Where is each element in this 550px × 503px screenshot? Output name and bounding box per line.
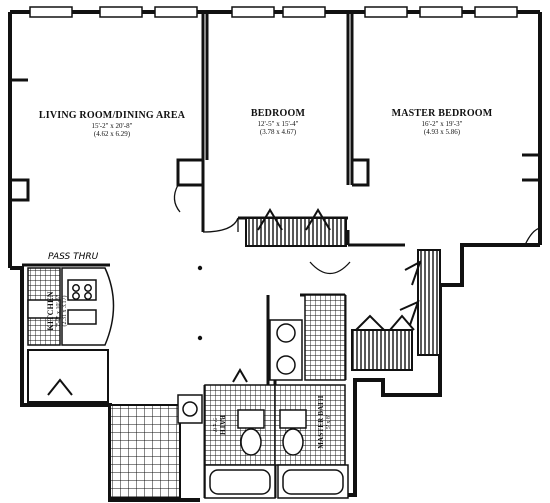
master-bedroom-name: MASTER BEDROOM — [391, 108, 493, 119]
bedroom-dim-imperial: 12'-5" x 15'-4" — [257, 119, 299, 128]
bedroom-closet — [245, 217, 347, 247]
bedroom-dim-metric: (3.78 x 4.67) — [259, 127, 297, 136]
kitchen-dim-metric: (2.31 x 3.17) — [62, 295, 69, 327]
master-bedroom-dim-imperial: 16'-2" x 19'-3" — [421, 119, 463, 128]
master-bath-dim: 5' x 8' — [325, 415, 332, 430]
entry-tile-floor — [109, 404, 181, 499]
bath-name: BATH — [218, 415, 227, 436]
living-closet — [27, 349, 109, 403]
bedroom-label: BEDROOM 12'-5" x 15'-4" (3.78 x 4.67) — [218, 108, 338, 136]
living-room-label: LIVING ROOM/DINING AREA 15'-2" x 20'-8" … — [22, 110, 202, 138]
master-bedroom-label: MASTER BEDROOM 16'-2" x 19'-3" (4.93 x 5… — [372, 108, 512, 136]
closet-door-swings — [47, 208, 422, 396]
door-swings — [173, 184, 541, 275]
living-room-dim-imperial: 15'-2" x 20'-8" — [91, 121, 133, 130]
kitchen-name: KITCHEN — [46, 291, 56, 331]
windows — [29, 6, 518, 18]
bathrooms — [177, 294, 349, 499]
master-closet-2 — [351, 329, 413, 371]
master-bedroom-dim-metric: (4.93 x 5.86) — [423, 127, 461, 136]
master-closet-1 — [417, 249, 441, 356]
bath-dim: 5' x 8' — [211, 418, 218, 433]
master-bath-label: MASTER BATH 5' x 8' — [316, 382, 332, 462]
kitchen-fixtures — [27, 267, 115, 346]
master-bath-name: MASTER BATH — [316, 395, 325, 449]
living-room-name: LIVING ROOM/DINING AREA — [38, 110, 186, 121]
bedroom-name: BEDROOM — [250, 108, 306, 119]
living-room-dim-metric: (4.62 x 6.29) — [93, 129, 131, 138]
kitchen-label: KITCHEN 7'-7" x 10'-5" (2.31 x 3.17) — [46, 261, 69, 361]
columns — [197, 265, 203, 341]
pass-thru-label: PASS THRU — [48, 252, 99, 262]
bath-label: BATH 5' x 8' — [211, 390, 227, 460]
